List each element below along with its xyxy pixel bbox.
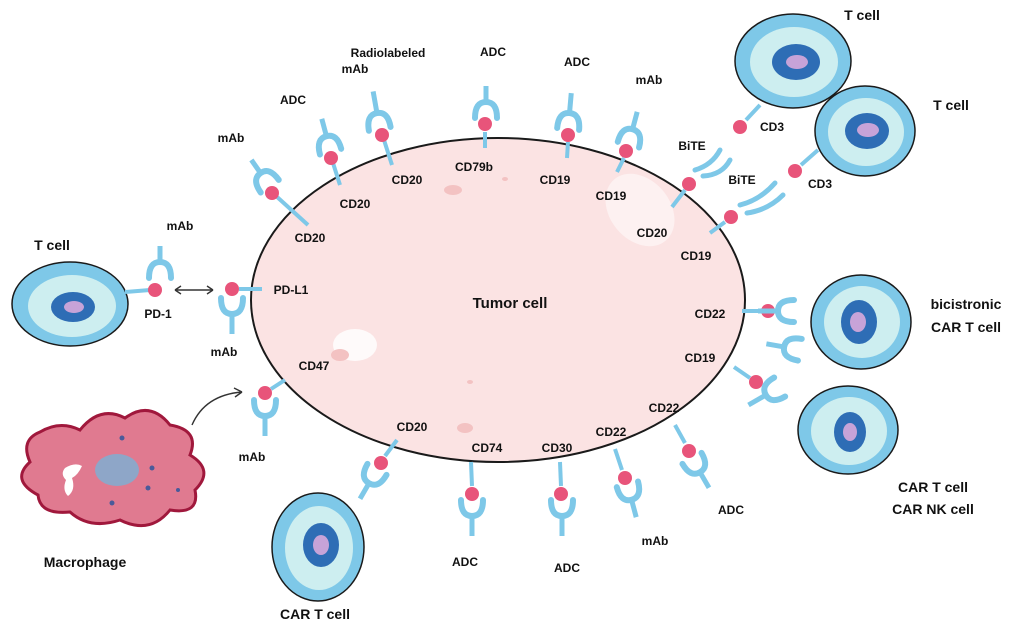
macrophage-label: Macrophage [44,554,127,570]
adc-cd30-label: ADC [554,561,580,575]
cd3-a-label: CD3 [760,120,784,134]
mab-pdl1-label: mAb [211,345,238,359]
tumor-cell [250,137,746,463]
bicistronic-line2: CAR T cell [931,319,1001,335]
cd22-b-label: CD22 [649,401,680,415]
car-t-bottom-label: CAR T cell [280,606,350,622]
mab-cd20-label: mAb [218,131,245,145]
t-cell-left-label: T cell [34,237,70,253]
macrophage-arrow [191,387,243,426]
adc-cd20-label: ADC [280,93,306,107]
cd20-c-label: CD20 [392,173,423,187]
car-line2: CAR NK cell [892,501,974,517]
radiolabeled-line2: mAb [342,62,369,76]
adc-cd19-label: ADC [564,55,590,69]
adc-cd22-label: ADC [718,503,744,517]
pdl1-label: PD-L1 [274,283,309,297]
cd19-a-label: CD19 [540,173,571,187]
cd19-b-label: CD19 [596,189,627,203]
mab-cd22-label: mAb [642,534,669,548]
car-line1: CAR T cell [898,479,968,495]
cd3-b-label: CD3 [808,177,832,191]
radiolabeled-line1: Radiolabeled [351,46,426,60]
mab-cd47-label: mAb [239,450,266,464]
mab-pdl1 [221,298,243,334]
bite-1-label: BiTE [678,139,705,153]
t-cell-top2 [814,85,916,177]
bicistronic-car-t-cell [810,274,912,370]
macrophage [20,409,206,528]
cd74-label: CD74 [472,441,503,455]
cd19-c-label: CD19 [681,249,712,263]
adc-cd74-label: ADC [452,555,478,569]
tumor-cell-label: Tumor cell [473,295,548,312]
pdl1-antigen [225,282,239,296]
car-t-nk-cell [797,385,899,475]
cd20-d-label: CD20 [637,226,668,240]
t-cell-top2-label: T cell [933,97,969,113]
t-cell-top1-label: T cell [844,7,880,23]
mab-cd19-label: mAb [636,73,663,87]
cd20-e-label: CD20 [397,420,428,434]
cd47-label: CD47 [299,359,330,373]
interaction-arrow [174,285,214,295]
cd79b-label: CD79b [455,160,493,174]
bicistronic-line1: bicistronic [931,296,1002,312]
cd20-a-label: CD20 [295,231,326,245]
cd22-a-label: CD22 [695,307,726,321]
mab-pd1-label: mAb [167,219,194,233]
bite-2-label: BiTE [728,173,755,187]
cd30-label: CD30 [542,441,573,455]
pd1-label: PD-1 [144,307,172,321]
cd22-c-label: CD22 [596,425,627,439]
cd20-b-label: CD20 [340,197,371,211]
pd1-antigen [148,283,162,297]
mab-pd1 [149,246,171,278]
t-cell-top1 [734,13,852,109]
cd19-d-label: CD19 [685,351,716,365]
t-cell-left [11,261,129,347]
car-t-cell-bottom [271,492,365,602]
adc-cd79b-label: ADC [480,45,506,59]
